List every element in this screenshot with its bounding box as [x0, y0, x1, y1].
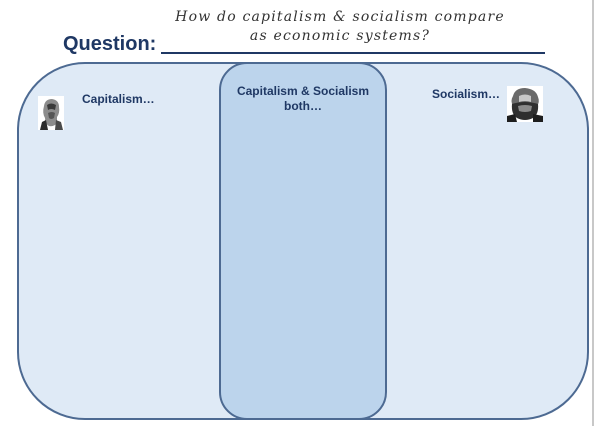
- handwritten-question-line-1: How do capitalism & socialism compare: [175, 9, 505, 25]
- handwritten-question-line-2: as economic systems?: [249, 28, 431, 44]
- venn-overlap-region: [219, 62, 387, 420]
- overlap-label: Capitalism & Socialism both…: [236, 84, 370, 113]
- page-edge-divider: [592, 0, 594, 426]
- question-answer-line: [161, 52, 545, 54]
- socialism-label: Socialism…: [432, 87, 501, 101]
- question-label: Question:: [63, 33, 157, 55]
- capitalism-portrait-icon: [38, 96, 64, 130]
- socialism-portrait-icon: [507, 86, 543, 122]
- capitalism-label: Capitalism…: [82, 92, 155, 106]
